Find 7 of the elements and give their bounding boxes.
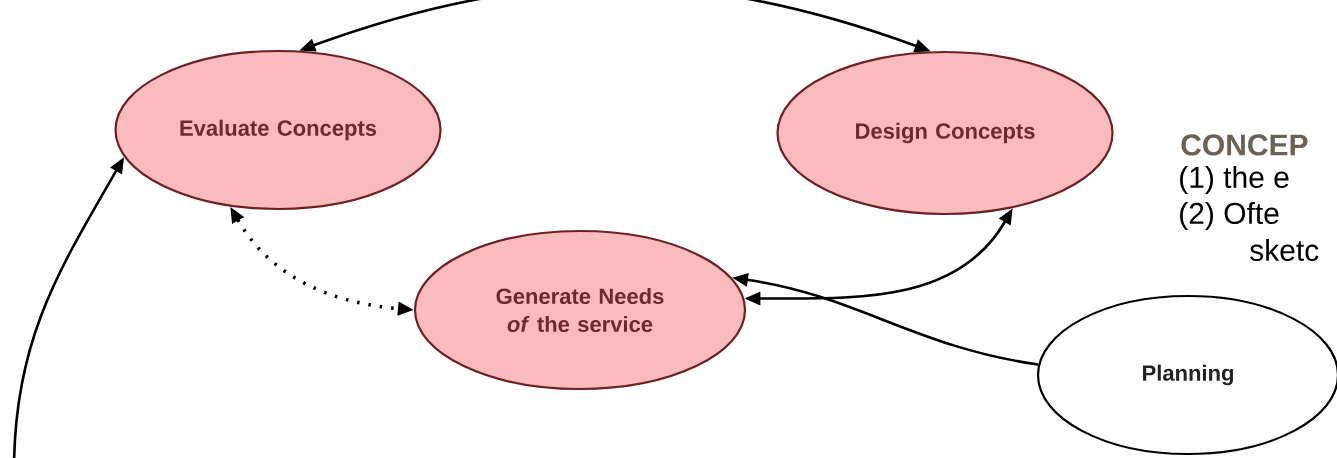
ellipse-node: Design Concepts	[776, 50, 1114, 216]
ellipse-node: Evaluate Concepts	[114, 49, 442, 211]
note-text: sketc	[1250, 239, 1319, 261]
ellipse-node: Generate Needs of the service	[413, 229, 747, 391]
note-text: (1) the e	[1180, 166, 1289, 194]
note-text: (2) Ofte	[1180, 202, 1279, 230]
note-text: CONCEP	[1181, 134, 1308, 156]
